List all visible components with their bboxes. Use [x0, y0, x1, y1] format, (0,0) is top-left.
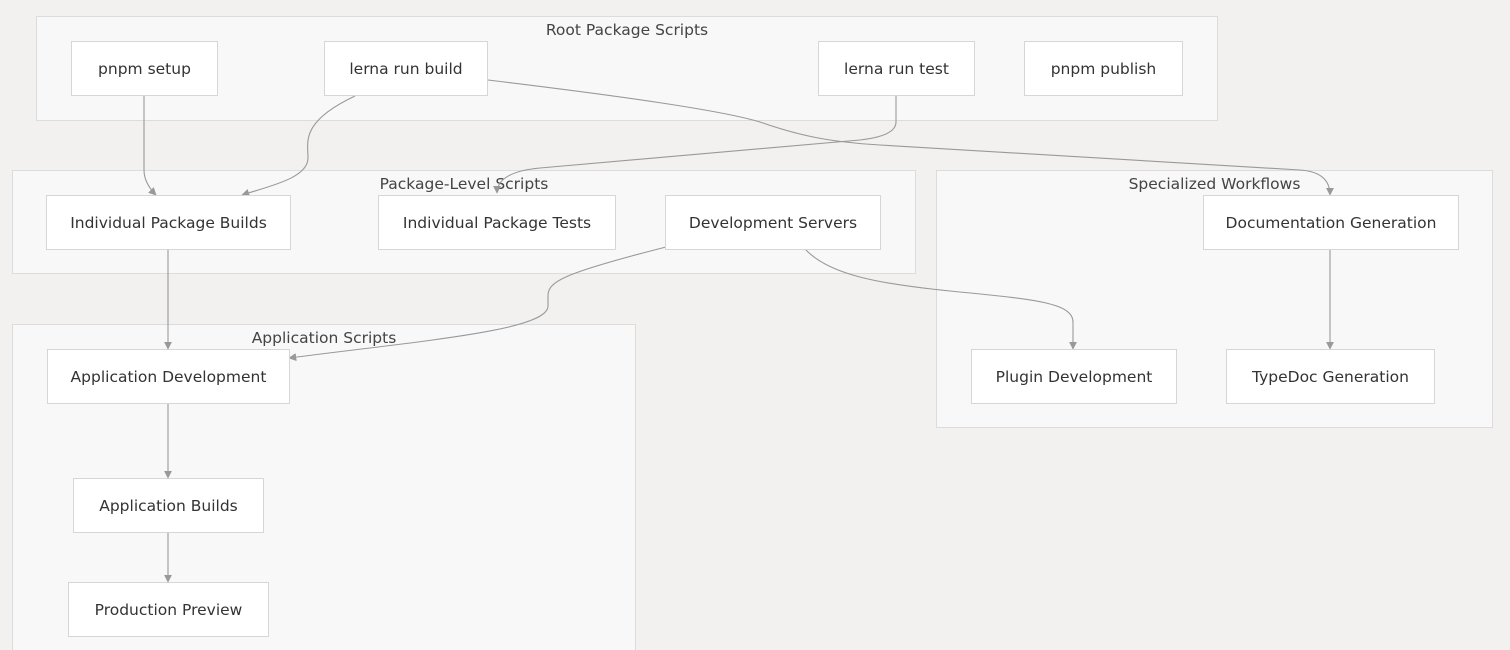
group-title: Package-Level Scripts: [379, 175, 549, 193]
node-pnpm-setup[interactable]: pnpm setup: [71, 41, 218, 96]
node-individual-package-builds[interactable]: Individual Package Builds: [46, 195, 291, 250]
node-documentation-generation[interactable]: Documentation Generation: [1203, 195, 1459, 250]
node-typedoc-generation[interactable]: TypeDoc Generation: [1226, 349, 1435, 404]
node-application-builds[interactable]: Application Builds: [73, 478, 264, 533]
node-lerna-run-build[interactable]: lerna run build: [324, 41, 488, 96]
node-pnpm-publish[interactable]: pnpm publish: [1024, 41, 1183, 96]
node-plugin-development[interactable]: Plugin Development: [971, 349, 1177, 404]
group-title: Specialized Workflows: [1128, 175, 1301, 193]
group-title: Application Scripts: [251, 329, 397, 347]
node-development-servers[interactable]: Development Servers: [665, 195, 881, 250]
node-application-development[interactable]: Application Development: [47, 349, 290, 404]
node-lerna-run-test[interactable]: lerna run test: [818, 41, 975, 96]
node-individual-package-tests[interactable]: Individual Package Tests: [378, 195, 616, 250]
group-title: Root Package Scripts: [545, 21, 709, 39]
node-production-preview[interactable]: Production Preview: [68, 582, 269, 637]
